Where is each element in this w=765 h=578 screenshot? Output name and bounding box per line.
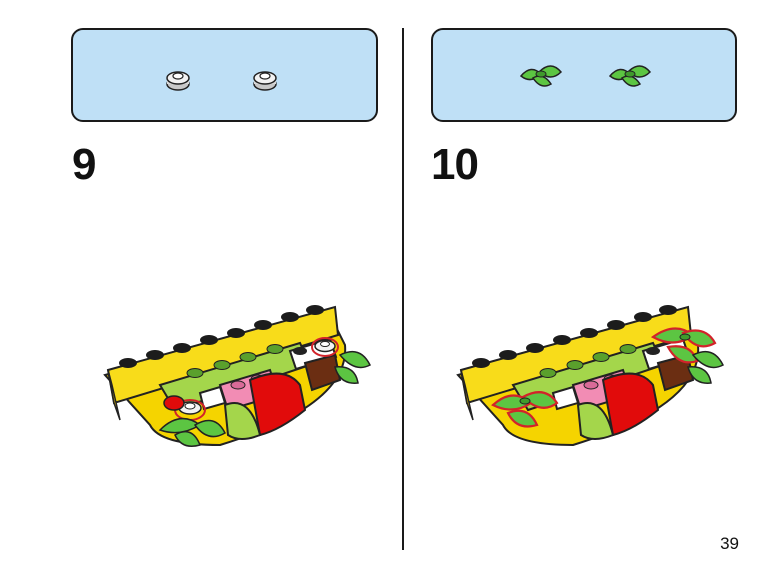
step-divider (402, 28, 404, 550)
white-round-plate-icon (166, 71, 190, 91)
step-9-panel: 9 (0, 0, 382, 578)
step-10-panel: 10 (383, 0, 765, 578)
green-leaf-plant-icon (519, 65, 563, 87)
step-9-model-illustration (103, 305, 371, 447)
step-number: 9 (72, 140, 97, 189)
step-10-parts-box (431, 28, 737, 122)
green-leaf-plant-icon (608, 65, 652, 87)
white-round-plate-icon (253, 71, 277, 91)
step-10-model-illustration (456, 305, 724, 447)
page-number: 39 (720, 534, 739, 553)
step-9-parts-box (71, 28, 378, 122)
step-number: 10 (431, 140, 479, 189)
